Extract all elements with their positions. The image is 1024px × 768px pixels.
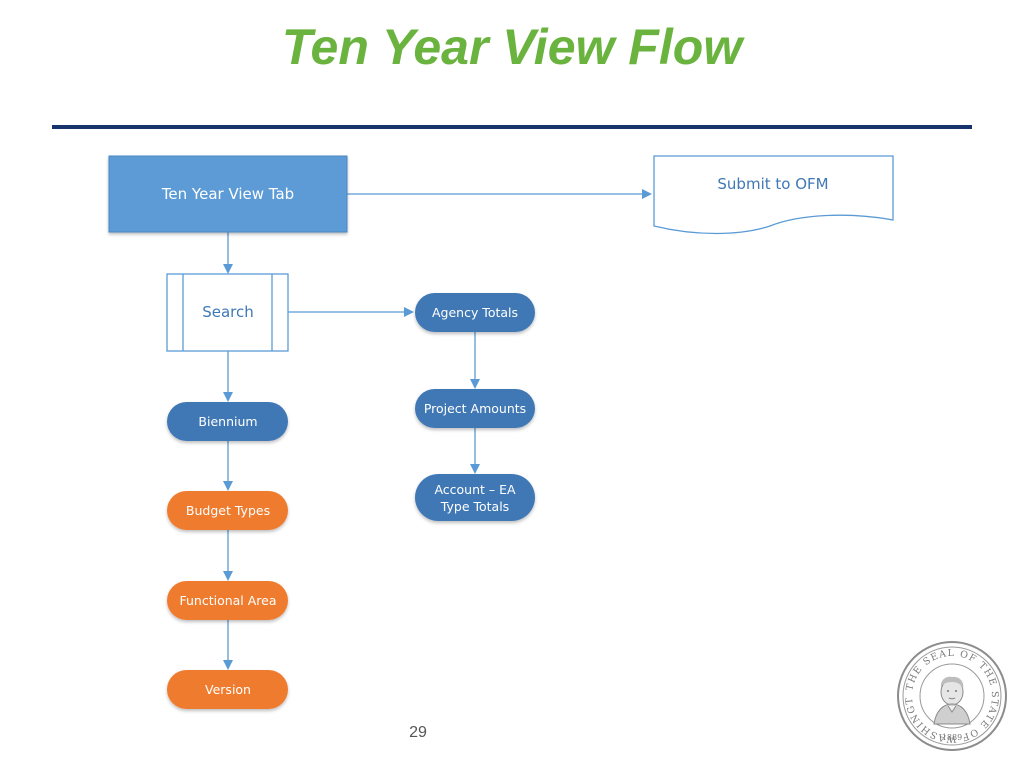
submit-to-ofm-label: Submit to OFM [717,175,828,193]
account-ea-label-line2: Type Totals [440,499,509,514]
search-label: Search [202,303,254,321]
functional-area-label: Functional Area [179,593,276,608]
node-version: Version [167,670,288,709]
page-number: 29 [409,724,427,741]
node-functional-area: Functional Area [167,581,288,620]
node-search: Search [166,273,289,352]
connectors [223,189,652,670]
biennium-label: Biennium [198,414,257,429]
node-ten-year-view-tab: Ten Year View Tab [108,155,348,233]
portrait-icon [933,676,971,725]
account-ea-label-line1: Account – EA [434,482,516,497]
title-divider [52,125,972,129]
agency-totals-label: Agency Totals [432,305,518,320]
node-budget-types: Budget Types [167,491,288,530]
node-submit-to-ofm: Submit to OFM [653,155,894,235]
washington-state-seal-logo: THE SEAL OF THE STATE OF WASHINGTON 1889 [896,640,1007,751]
version-label: Version [205,682,251,697]
ten-year-view-tab-label: Ten Year View Tab [161,185,294,203]
node-account-ea-type-totals: Account – EA Type Totals [415,474,535,521]
budget-types-label: Budget Types [186,503,270,518]
project-amounts-label: Project Amounts [424,401,526,416]
node-biennium: Biennium [167,402,288,441]
node-project-amounts: Project Amounts [415,389,535,428]
seal-year: 1889 [942,733,962,742]
node-agency-totals: Agency Totals [415,293,535,332]
slide-title: Ten Year View Flow [281,19,743,75]
